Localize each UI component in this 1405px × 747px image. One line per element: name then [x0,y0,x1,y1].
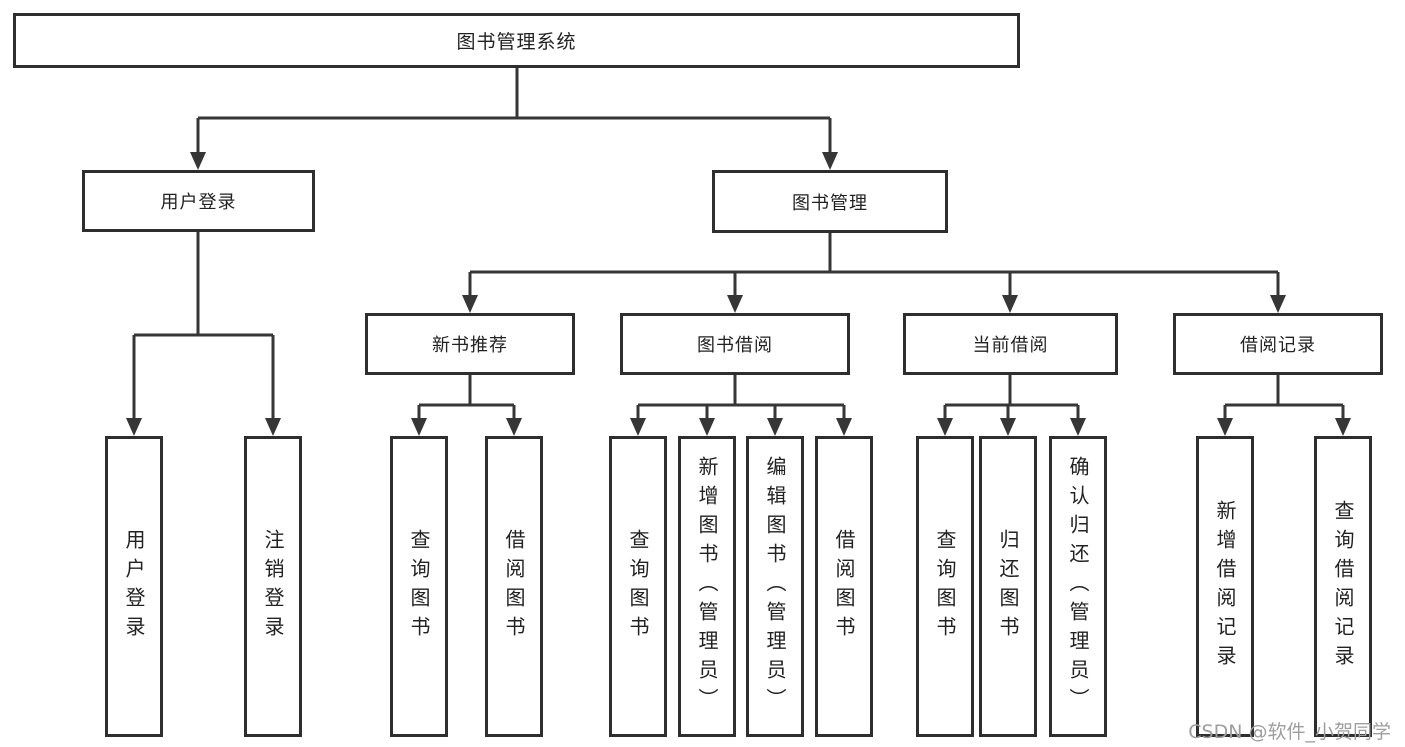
node-user-login-label: 用户登录 [160,192,237,213]
leaf-borrow-book-recommend-label: 借阅图书 [502,528,526,645]
node-root-label: 图书管理系统 [456,31,577,53]
node-user-login: 用户登录 [82,170,315,232]
leaf-add-borrow-record-label: 新增借阅记录 [1213,499,1237,674]
leaf-return-book: 归还图书 [979,436,1037,737]
node-book-management: 图书管理 [712,170,948,233]
leaf-query-book-current: 查询图书 [916,436,974,737]
leaf-add-book-admin-label: 新增图书（管理员） [695,456,719,717]
leaf-query-book-recommend: 查询图书 [390,436,448,737]
leaf-user-login: 用户登录 [105,436,163,737]
leaf-return-book-label: 归还图书 [996,528,1020,645]
leaf-borrow-book-label: 借阅图书 [832,528,856,645]
leaf-edit-book-admin-label: 编辑图书（管理员） [763,456,787,717]
leaf-user-login-label: 用户登录 [122,528,146,645]
leaf-add-borrow-record: 新增借阅记录 [1196,436,1254,737]
leaf-query-borrow-record: 查询借阅记录 [1314,436,1372,737]
leaf-borrow-book-recommend: 借阅图书 [485,436,543,737]
node-current-borrow: 当前借阅 [903,313,1118,375]
node-book-borrow: 图书借阅 [620,313,850,375]
node-borrow-records-label: 借阅记录 [1240,335,1316,356]
node-new-book-recommend-label: 新书推荐 [432,335,508,356]
leaf-logout: 注销登录 [244,436,302,737]
leaf-confirm-return-admin-label: 确认归还（管理员） [1066,456,1090,717]
leaf-logout-label: 注销登录 [261,528,285,645]
leaf-query-book-borrow-label: 查询图书 [626,528,650,645]
leaf-query-borrow-record-label: 查询借阅记录 [1331,499,1355,674]
node-current-borrow-label: 当前借阅 [972,335,1049,356]
node-new-book-recommend: 新书推荐 [365,313,575,375]
leaf-edit-book-admin: 编辑图书（管理员） [746,436,804,737]
node-book-management-label: 图书管理 [792,192,868,214]
node-root: 图书管理系统 [13,13,1020,68]
watermark: CSDN @软件_小贺同学 [1188,721,1391,743]
leaf-query-book-borrow: 查询图书 [609,436,667,737]
leaf-add-book-admin: 新增图书（管理员） [678,436,736,737]
leaf-borrow-book: 借阅图书 [815,436,873,737]
leaf-query-book-current-label: 查询图书 [933,528,957,645]
node-book-borrow-label: 图书借阅 [697,335,773,356]
leaf-query-book-recommend-label: 查询图书 [407,528,431,645]
node-borrow-records: 借阅记录 [1173,313,1383,375]
leaf-confirm-return-admin: 确认归还（管理员） [1049,436,1107,737]
